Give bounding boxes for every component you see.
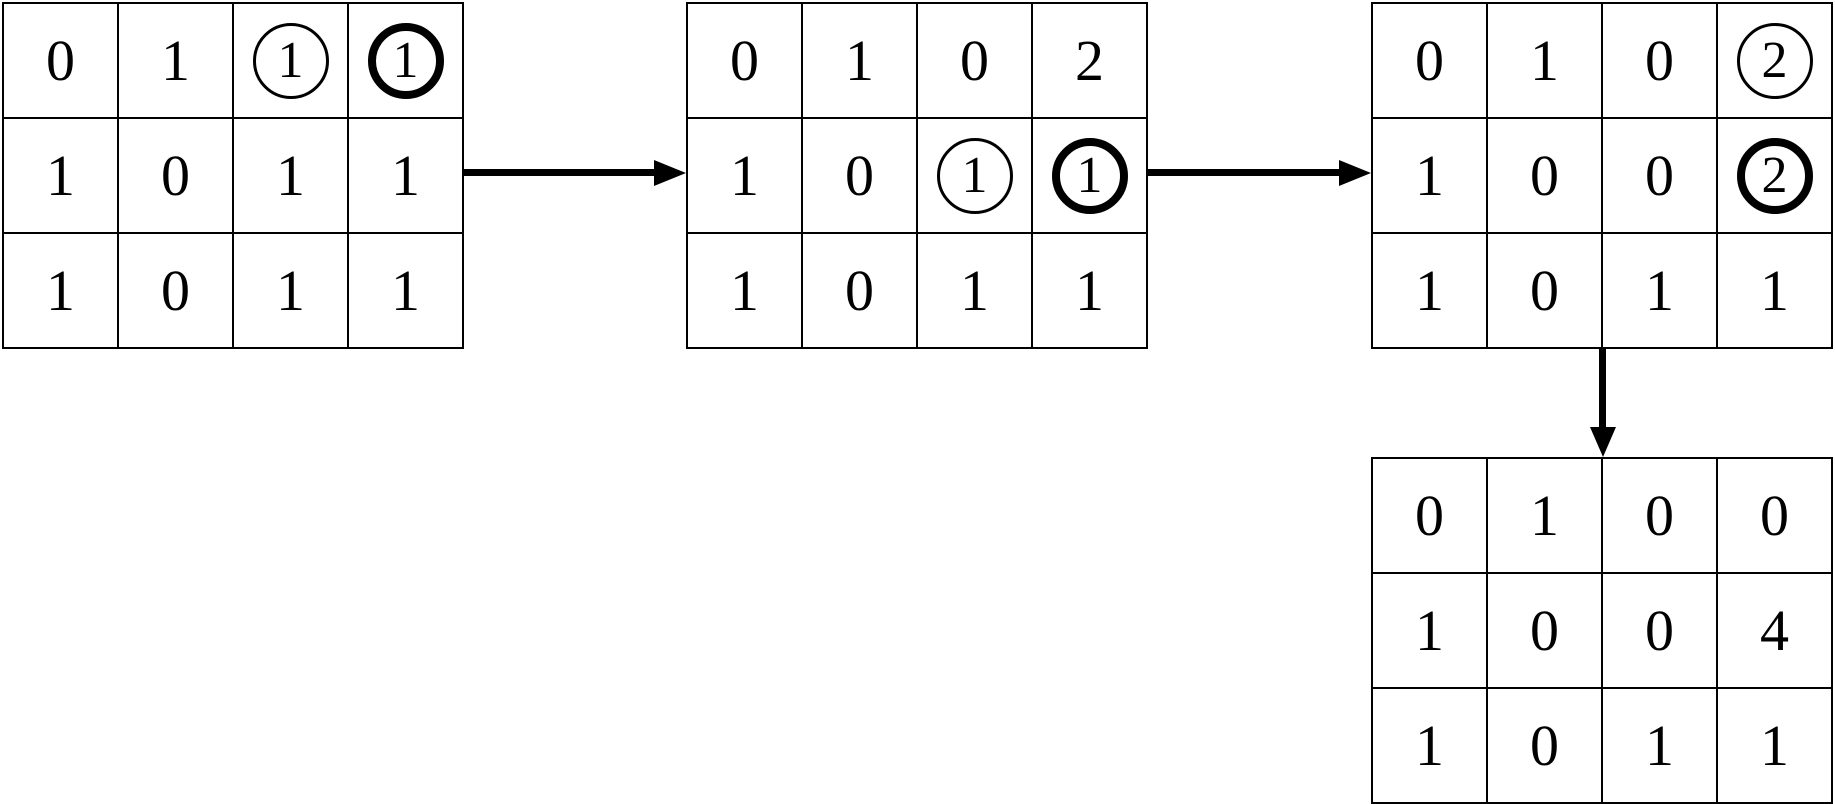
grid-cell: 0 (1373, 4, 1488, 119)
grid-cell: 0 (1488, 234, 1603, 349)
grid-cell: 1 (918, 234, 1033, 349)
thin-circle: 1 (936, 137, 1013, 214)
grid-cell: 1 (4, 119, 119, 234)
arrow-right-icon (464, 169, 654, 176)
grid-cell: 1 (349, 234, 464, 349)
grid-cell: 1 (234, 234, 349, 349)
grid-cell: 0 (803, 119, 918, 234)
grid-cell: 0 (119, 119, 234, 234)
grid-cell: 1 (1373, 234, 1488, 349)
arrow-right-icon (1148, 169, 1339, 176)
grid-cell: 1 (1488, 459, 1603, 574)
grid-cell: 4 (1718, 574, 1833, 689)
grid-cell: 0 (4, 4, 119, 119)
grid-cell: 1 (1373, 119, 1488, 234)
grid-cell: 1 (119, 4, 234, 119)
grid-cell: 1 (234, 4, 349, 119)
grid-cell: 1 (688, 119, 803, 234)
grid-cell: 0 (119, 234, 234, 349)
grid-cell: 0 (1718, 459, 1833, 574)
grid-cell: 0 (1603, 119, 1718, 234)
grid-cell: 0 (1488, 689, 1603, 804)
grid-cell: 1 (4, 234, 119, 349)
bold-circle: 1 (1051, 137, 1128, 214)
grid-cell: 1 (349, 4, 464, 119)
grid-cell: 1 (234, 119, 349, 234)
grid-cell: 1 (1033, 119, 1148, 234)
thin-circle: 1 (252, 22, 329, 99)
grid-cell: 1 (688, 234, 803, 349)
grid-cell: 1 (1718, 689, 1833, 804)
arrow-down-icon (1599, 349, 1606, 427)
thin-circle: 2 (1736, 22, 1813, 99)
grid-cell: 0 (1603, 4, 1718, 119)
grid-cell: 0 (1488, 574, 1603, 689)
bold-circle: 2 (1736, 137, 1813, 214)
grid-cell: 1 (1373, 689, 1488, 804)
grid-cell: 0 (1603, 574, 1718, 689)
bold-circle: 1 (367, 22, 444, 99)
grid-cell: 1 (803, 4, 918, 119)
grid-cell: 1 (1373, 574, 1488, 689)
grid-cell: 0 (803, 234, 918, 349)
grid-cell: 1 (349, 119, 464, 234)
grid-cell: 1 (1033, 234, 1148, 349)
grid-cell: 1 (1603, 234, 1718, 349)
grid-cell: 0 (1373, 459, 1488, 574)
grid-cell: 0 (1488, 119, 1603, 234)
grid-cell: 1 (1603, 689, 1718, 804)
grid-cell: 2 (1033, 4, 1148, 119)
grid-cell: 0 (1603, 459, 1718, 574)
grid-cell: 2 (1718, 4, 1833, 119)
grid-cell: 2 (1718, 119, 1833, 234)
grid-cell: 0 (918, 4, 1033, 119)
grid-cell: 1 (1488, 4, 1603, 119)
grid-cell: 0 (688, 4, 803, 119)
grid-cell: 1 (918, 119, 1033, 234)
grid-cell: 1 (1718, 234, 1833, 349)
